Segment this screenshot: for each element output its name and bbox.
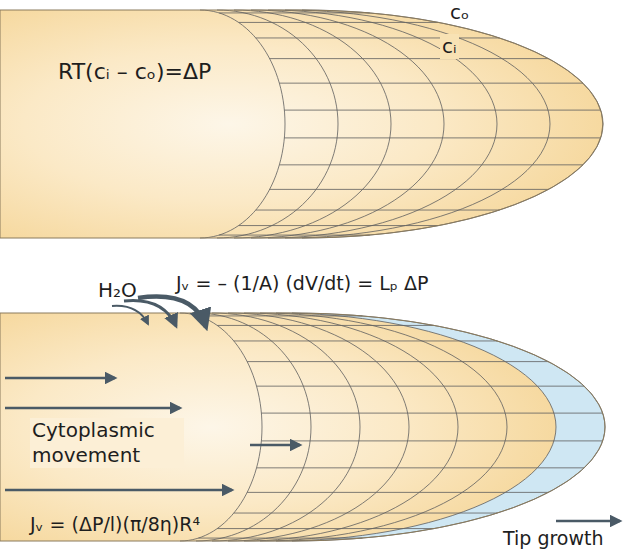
mesh-radial bbox=[217, 528, 434, 529]
mesh-radial bbox=[217, 325, 434, 326]
mesh-arc bbox=[228, 313, 409, 541]
mesh-radial bbox=[198, 538, 362, 539]
mesh-radial bbox=[239, 225, 439, 226]
mesh-radial bbox=[247, 361, 548, 362]
flow-arrow bbox=[250, 444, 300, 447]
mesh-radial bbox=[270, 189, 549, 190]
mesh-arc bbox=[200, 10, 285, 238]
figure-label: Jᵥ = (ΔP/l)(π/8η)R⁴ bbox=[30, 513, 200, 537]
water-arrow bbox=[112, 306, 148, 324]
figure-label: Cytoplasmic movement bbox=[30, 418, 184, 468]
mesh-radial bbox=[257, 386, 585, 387]
mesh-arc bbox=[234, 10, 391, 238]
figure-label: Tip growth bbox=[503, 527, 604, 551]
mesh-radial bbox=[256, 210, 500, 211]
mesh-radial bbox=[239, 22, 439, 23]
figure-label: cᵢ bbox=[440, 34, 459, 59]
mesh-arc bbox=[276, 313, 556, 541]
figure-label: RT(cᵢ – cₒ)=ΔP bbox=[58, 58, 211, 86]
water-arrow bbox=[124, 301, 176, 326]
mesh-radial bbox=[279, 164, 583, 165]
mesh-radial bbox=[247, 492, 548, 493]
new-growth-region bbox=[0, 313, 605, 541]
mesh-radial bbox=[261, 440, 602, 441]
growth-arrow bbox=[556, 520, 620, 523]
cell-wall bbox=[0, 10, 603, 238]
mesh-arc bbox=[217, 10, 338, 238]
flow-arrow bbox=[5, 407, 180, 410]
mesh-radial bbox=[219, 235, 370, 236]
figure-label: Jᵥ = – (1/A) (dV/dt) = Lₚ ΔP bbox=[176, 272, 428, 296]
mesh-radial bbox=[270, 58, 549, 59]
mesh-radial bbox=[234, 513, 498, 514]
mesh-radial bbox=[219, 12, 370, 13]
mesh-radial bbox=[284, 110, 600, 111]
mesh-radial bbox=[198, 315, 362, 316]
figure-label: H₂O bbox=[98, 278, 137, 303]
mesh-arc bbox=[196, 313, 311, 541]
growing-cell bbox=[0, 313, 605, 541]
mesh-radial bbox=[261, 413, 602, 414]
mesh-radial bbox=[257, 467, 585, 468]
cell-body bbox=[0, 10, 603, 238]
mesh-arc bbox=[244, 313, 458, 541]
water-arrow bbox=[138, 297, 206, 327]
mesh-arc bbox=[268, 10, 497, 238]
mesh-radial bbox=[284, 137, 600, 138]
mesh-arc bbox=[251, 10, 444, 238]
mesh-arc bbox=[212, 313, 360, 541]
mesh-arc bbox=[180, 313, 262, 541]
flow-arrow bbox=[5, 377, 115, 380]
mesh-arc bbox=[302, 10, 603, 238]
cell-wall bbox=[0, 313, 605, 541]
cell-body bbox=[0, 313, 556, 541]
mesh-radial bbox=[234, 340, 498, 341]
mesh-arc bbox=[260, 313, 507, 541]
mesh-arc bbox=[285, 10, 550, 238]
static-cell bbox=[0, 10, 603, 238]
mesh-arc bbox=[292, 313, 605, 541]
mesh-radial bbox=[279, 83, 583, 84]
flow-arrow bbox=[5, 489, 232, 492]
mesh-radial bbox=[256, 37, 500, 38]
figure-label: cₒ bbox=[450, 0, 469, 25]
